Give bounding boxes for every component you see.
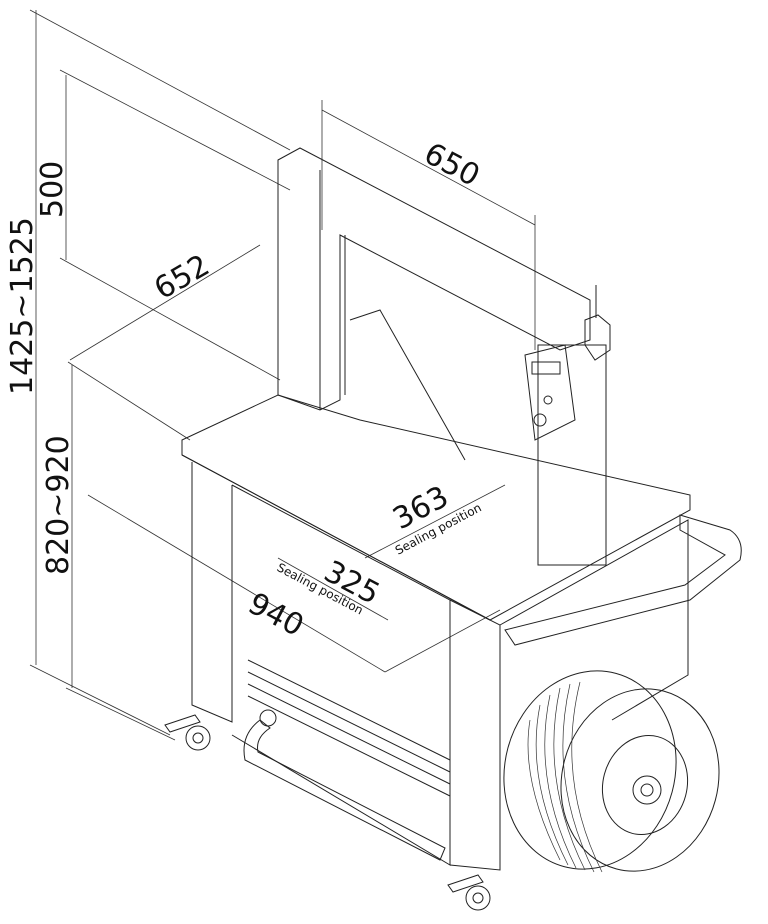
- power-cable: [584, 285, 611, 361]
- strapping-arch: [277, 147, 607, 566]
- dim-arch-height: 500: [35, 161, 70, 218]
- dimension-lines: [29, 9, 536, 741]
- machine-body: [191, 462, 689, 871]
- machine-table: [181, 309, 691, 621]
- dim-arch-width: 650: [418, 136, 485, 194]
- strap-reel[interactable]: [482, 651, 739, 889]
- push-handle[interactable]: [504, 514, 742, 646]
- caster-back: [259, 709, 277, 727]
- dim-table-depth: 652: [149, 248, 216, 307]
- caster-front-right: [447, 874, 491, 911]
- dim-overall-height: 1425~1525: [5, 217, 40, 395]
- caster-front-left: [164, 714, 211, 751]
- dim-table-length: 940: [242, 586, 309, 644]
- foot-bar: [243, 719, 446, 861]
- dim-table-height: 820~920: [41, 435, 76, 575]
- control-panel[interactable]: [524, 344, 576, 441]
